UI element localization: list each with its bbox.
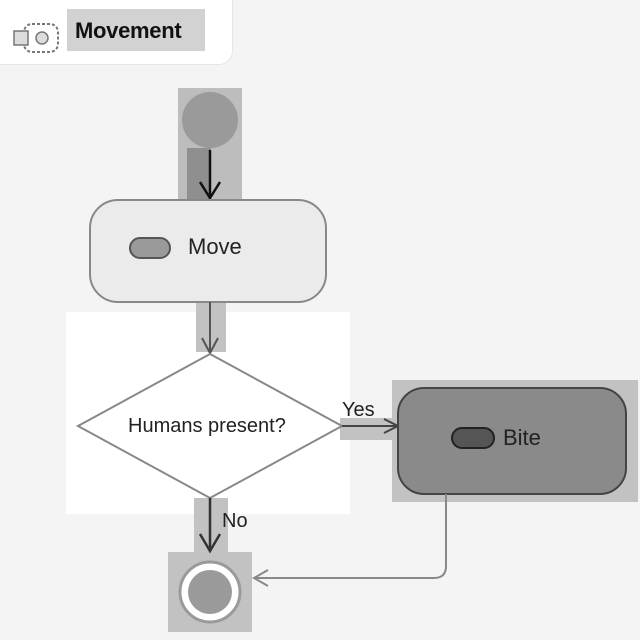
diagram-title: Movement xyxy=(75,18,182,43)
yes-edge-label: Yes xyxy=(342,399,375,421)
no-edge-label: No xyxy=(222,510,248,532)
bite-label: Bite xyxy=(503,425,541,450)
move-action-node[interactable]: Move xyxy=(89,199,327,303)
arrowhead-icon xyxy=(198,181,222,201)
yes-edge-highlight xyxy=(340,418,392,440)
decision-node[interactable]: Humans present? xyxy=(75,352,345,500)
decision-label: Humans present? xyxy=(128,415,286,437)
arrowhead-icon xyxy=(198,533,222,554)
arrowhead-icon xyxy=(251,569,269,587)
bite-to-final-edge[interactable] xyxy=(254,494,447,579)
activity-diagram-icon xyxy=(13,23,59,53)
initial-node[interactable] xyxy=(182,92,238,148)
bite-action-node[interactable]: Bite xyxy=(397,387,627,495)
final-node[interactable] xyxy=(178,560,242,624)
move-label: Move xyxy=(188,234,242,259)
action-icon xyxy=(451,427,495,449)
diagram-title-highlight xyxy=(67,9,205,51)
action-icon xyxy=(129,237,171,259)
